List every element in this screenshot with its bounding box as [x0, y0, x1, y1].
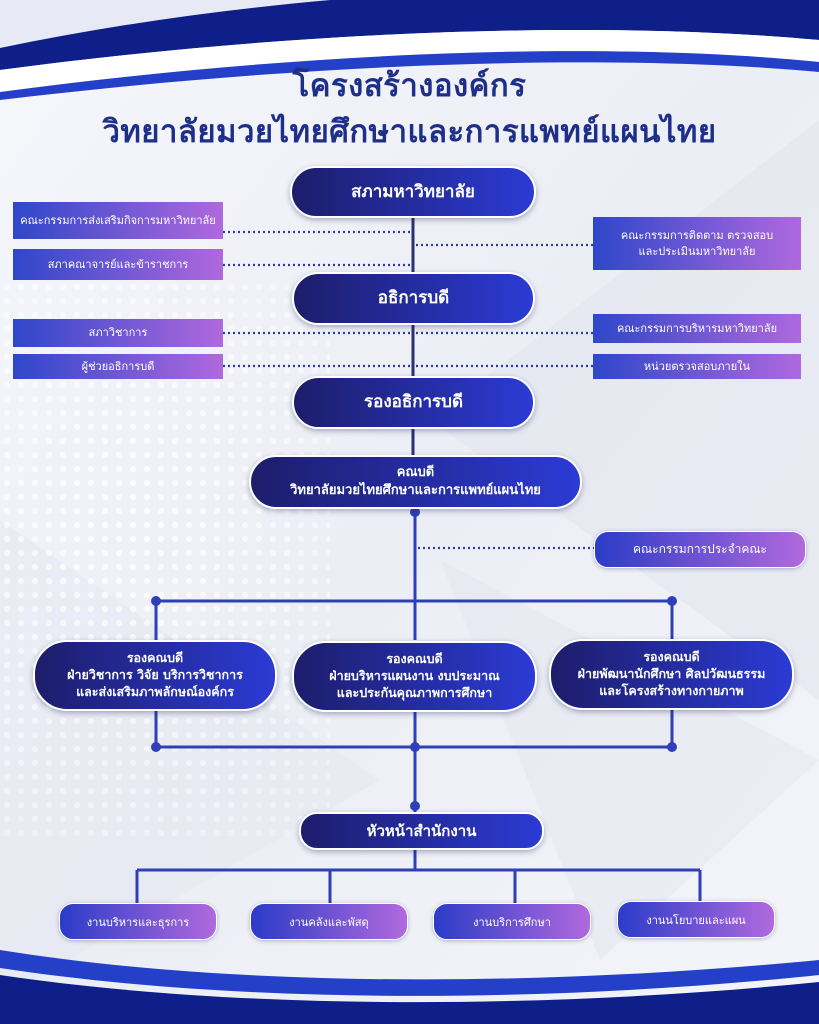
- background-facet: [440, 560, 819, 960]
- node-label-line2: ฝ่ายบริหารแผนงาน งบประมาณ: [329, 668, 500, 684]
- node-deputy-dean-student: รองคณบดี ฝ่ายพัฒนานักศึกษา ศิลปวัฒนธรรม …: [549, 639, 794, 710]
- junction-dot: [667, 596, 677, 606]
- box-assistant-president: ผู้ช่วยอธิการบดี: [13, 354, 223, 379]
- box-label: คณะกรรมการส่งเสริมกิจการมหาวิทยาลัย: [20, 213, 216, 227]
- unit-label: งานบริหารและธุรการ: [86, 915, 190, 929]
- node-label: หัวหน้าสำนักงาน: [366, 821, 477, 840]
- node-label-line1: รองคณบดี: [126, 650, 184, 666]
- box-internal-audit: หน่วยตรวจสอบภายใน: [593, 354, 801, 379]
- page-title-line2: วิทยาลัยมวยไทยศึกษาและการแพทย์แผนไทย: [102, 114, 717, 150]
- junction-dot: [410, 507, 420, 517]
- node-label-line1: คณบดี: [396, 465, 435, 481]
- node-label-line2: ฝ่ายพัฒนานักศึกษา ศิลปวัฒนธรรม: [577, 666, 766, 682]
- node-dean: คณบดี วิทยาลัยมวยไทยศึกษาและการแพทย์แผนไ…: [249, 455, 582, 509]
- junction-dot: [410, 801, 420, 811]
- box-monitoring-committee: คณะกรรมการติดตาม ตรวจสอบ และประเมินมหาวิ…: [593, 217, 801, 270]
- node-label-line1: รองคณบดี: [643, 649, 700, 665]
- unit-label: งานบริการศึกษา: [473, 915, 551, 929]
- node-label-line2: ฝ่ายวิชาการ วิจัย บริการวิชาการ: [67, 667, 243, 683]
- unit-policy-plan: งานนโยบายและแผน: [617, 901, 775, 938]
- node-vice-president: รองอธิการบดี: [292, 376, 535, 429]
- bottom-band-dark: [0, 975, 819, 1024]
- junction-dot: [151, 596, 161, 606]
- box-academic-senate: สภาวิชาการ: [13, 319, 223, 347]
- node-deputy-dean-planning: รองคณบดี ฝ่ายบริหารแผนงาน งบประมาณ และปร…: [292, 641, 537, 712]
- unit-admin: งานบริหารและธุรการ: [59, 903, 217, 940]
- box-faculty-committee: คณะกรรมการประจำคณะ: [594, 531, 806, 568]
- box-label-line2: และประเมินมหาวิทยาลัย: [638, 244, 756, 258]
- box-label: สภาคณาจารย์และข้าราชการ: [47, 257, 189, 271]
- box-promotion-committee: คณะกรรมการส่งเสริมกิจการมหาวิทยาลัย: [13, 202, 223, 239]
- unit-label: งานคลังและพัสดุ: [289, 915, 369, 929]
- node-label-line1: รองคณบดี: [386, 651, 443, 667]
- top-band-accent: [0, 30, 819, 92]
- box-executive-committee: คณะกรรมการบริหารมหาวิทยาลัย: [593, 314, 801, 343]
- node-label-line3: และส่งเสริมภาพลักษณ์องค์กร: [76, 683, 234, 699]
- box-label: คณะกรรมการประจำคณะ: [632, 542, 767, 556]
- top-corner-light: [0, 0, 330, 48]
- box-label-line1: คณะกรรมการติดตาม ตรวจสอบ: [620, 229, 774, 243]
- node-label-line2: วิทยาลัยมวยไทยศึกษาและการแพทย์แผนไทย: [290, 483, 541, 498]
- junction-dot: [667, 742, 677, 752]
- top-band-blue: [0, 51, 819, 100]
- node-university-council: สภามหาวิทยาลัย: [290, 166, 536, 218]
- unit-label: งานนโยบายและแผน: [646, 913, 746, 927]
- box-label: ผู้ช่วยอธิการบดี: [81, 359, 155, 373]
- node-deputy-dean-academic: รองคณบดี ฝ่ายวิชาการ วิจัย บริการวิชาการ…: [33, 640, 277, 711]
- node-label-line3: และโครงสร้างทางกายภาพ: [599, 682, 744, 698]
- box-label: คณะกรรมการบริหารมหาวิทยาลัย: [616, 321, 778, 335]
- box-label: หน่วยตรวจสอบภายใน: [643, 359, 751, 373]
- unit-finance: งานคลังและพัสดุ: [250, 903, 408, 940]
- box-faculty-staff-assoc: สภาคณาจารย์และข้าราชการ: [13, 249, 223, 280]
- node-president: อธิการบดี: [292, 272, 535, 325]
- node-label: สภามหาวิทยาลัย: [351, 181, 475, 202]
- top-band-dark: [0, 0, 819, 70]
- box-label: สภาวิชาการ: [88, 326, 148, 340]
- node-label-line3: และประกันคุณภาพการศึกษา: [336, 684, 493, 700]
- node-label: รองอธิการบดี: [363, 392, 464, 413]
- junction-dot: [151, 742, 161, 752]
- page-title-line1: โครงสร้างองค์กร: [292, 68, 527, 104]
- junction-dot: [410, 742, 420, 752]
- node-head-of-office: หัวหน้าสำนักงาน: [299, 812, 544, 850]
- node-label: อธิการบดี: [377, 288, 450, 309]
- bottom-band-blue: [0, 950, 819, 996]
- unit-education-service: งานบริการศึกษา: [433, 903, 591, 940]
